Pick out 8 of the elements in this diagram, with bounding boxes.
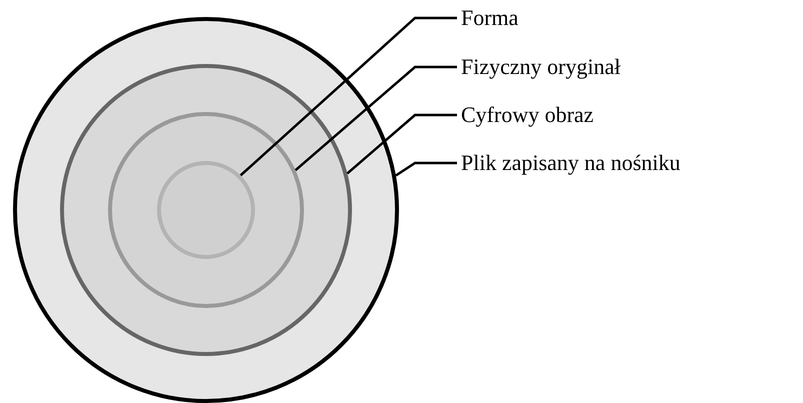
leader-line	[395, 162, 457, 177]
label-text: Forma	[461, 5, 518, 31]
label-text: Plik zapisany na nośniku	[461, 150, 680, 176]
leader-line	[294, 66, 457, 172]
label-text: Fizyczny oryginał	[461, 54, 620, 80]
label-text: Cyfrowy obraz	[461, 102, 594, 128]
leader-line	[240, 16, 457, 176]
leader-line	[346, 114, 457, 174]
